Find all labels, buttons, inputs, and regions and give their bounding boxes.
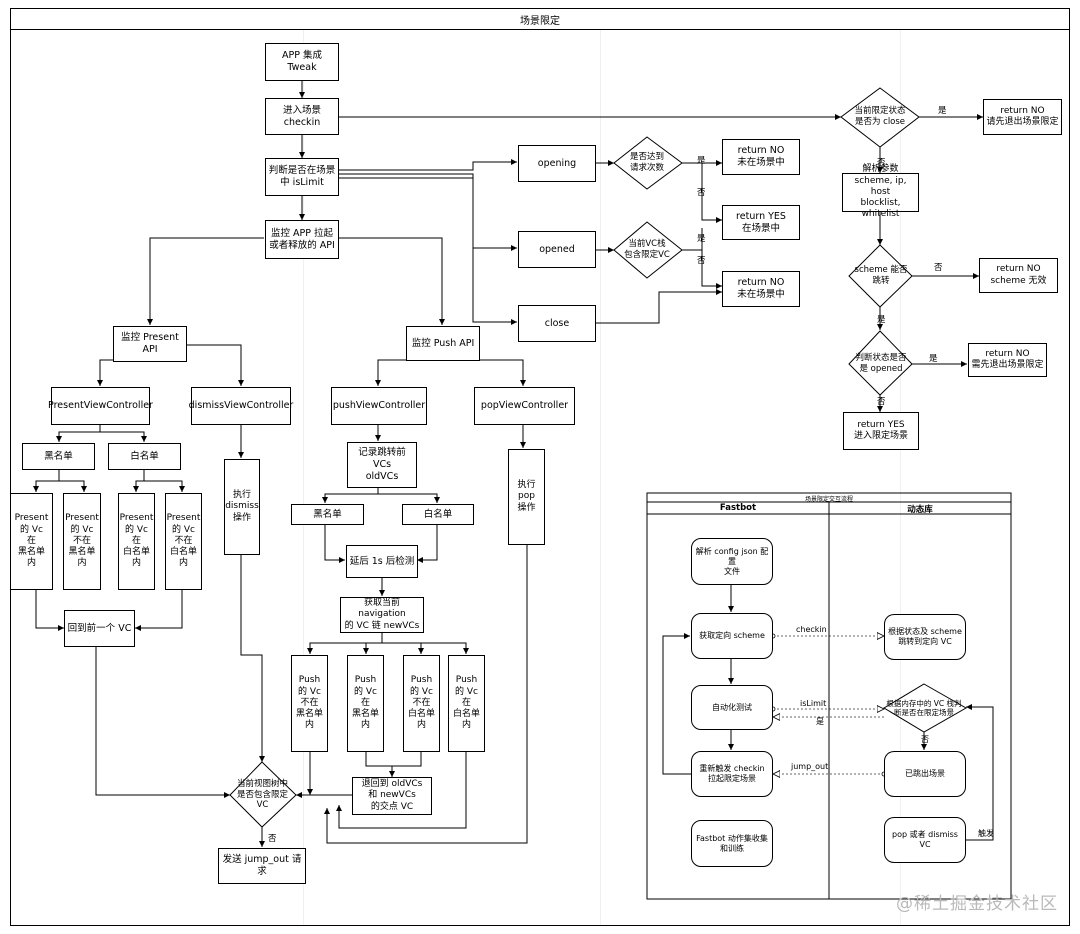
grid-guide (303, 30, 304, 926)
app-tweak-box: APP 集成 Tweak (265, 43, 339, 81)
diamond-scheme-jump (848, 244, 913, 308)
no-label: 否 (268, 834, 277, 844)
send-jump-out-box: 发送 jump_out 请求 (218, 848, 306, 884)
pop-vc-box: popViewController (474, 387, 575, 425)
diamond-vc-stack (613, 221, 683, 279)
present-vc-box: PresentViewController (48, 387, 153, 425)
return-no-scheme-box: return NO scheme 无效 (979, 258, 1058, 293)
present-in-black-box: Present 的 Vc 在 黑名单 内 (10, 493, 53, 590)
yes-label: 是 (697, 156, 706, 166)
get-scheme-box: 获取定向 scheme (691, 613, 773, 659)
auto-test-box: 自动化测试 (691, 685, 773, 730)
black-list-box-1: 黑名单 (22, 443, 95, 470)
delay-check-box: 延后 1s 后检测 (346, 545, 418, 578)
scheme-jump-text: scheme 能否 跳转 (854, 265, 908, 286)
diamond-check-stack (883, 683, 968, 733)
tree-contains-text: 当前视图树中 是否包含限定 VC (236, 779, 288, 811)
islimit-label: isLimit (800, 699, 827, 708)
diamond-reach-count (613, 136, 683, 190)
return-no-exit-box: return NO 请先退出场景限定 (983, 99, 1062, 135)
no-label: 否 (921, 735, 929, 744)
push-vc-box: pushViewController (331, 387, 427, 425)
push-not-in-black-box: Push 的 Vc 不在 黑名单 内 (291, 655, 328, 752)
monitor-push-box: 监控 Push API (406, 326, 480, 361)
parse-config-box: 解析 config json 配置 文件 (691, 538, 773, 585)
grid-guide (900, 30, 901, 926)
exec-pop-box: 执行 pop 操作 (508, 449, 545, 545)
present-not-in-white-box: Present 的 Vc 不在 白名单 内 (165, 493, 202, 590)
diamond-tree-contains (229, 761, 297, 828)
exec-dismiss-box: 执行 dismiss 操作 (224, 459, 260, 555)
watermark: @稀土掘金技术社区 (896, 894, 1058, 914)
present-not-in-black-box: Present 的 Vc 不在 黑名单 内 (63, 493, 101, 590)
no-label: 否 (697, 256, 706, 266)
yes-label: 是 (877, 315, 886, 325)
white-list-box-2: 白名单 (402, 504, 474, 525)
return-no-1-box: return NO 未在场景中 (722, 139, 800, 175)
status-opened-text: 判断状态是否 是 opened (855, 353, 907, 374)
opening-box: opening (518, 145, 596, 182)
monitor-api-box: 监控 APP 拉起 或者释放的 API (265, 220, 339, 259)
jump-out-label: jump_out (791, 762, 829, 771)
monitor-present-box: 监控 Present API (113, 326, 187, 362)
check-stack-text: 根据内存中的 VC 栈判 断是否在限定场景 (886, 698, 962, 717)
push-in-black-box: Push 的 Vc 在 黑名单 内 (347, 655, 384, 752)
return-yes-1-box: return YES 在场景中 (722, 205, 800, 240)
no-label: 否 (697, 188, 706, 198)
no-label: 否 (877, 158, 886, 168)
record-vcs-box: 记录跳转前 VCs oldVCs (347, 442, 417, 488)
return-yes-enter-box: return YES 进入限定场景 (843, 412, 919, 450)
diagram-title: 场景限定 (10, 8, 1070, 30)
push-not-in-white-box: Push 的 Vc 不在 白名单 内 (403, 655, 440, 752)
collect-train-box: Fastbot 动作集收集 和训练 (691, 820, 773, 867)
close-box: close (518, 305, 596, 342)
get-nav-chain-box: 获取当前 navigation 的 VC 链 newVCs (340, 597, 424, 633)
return-no-exit2-box: return NO 需先退出场景限定 (968, 343, 1047, 377)
reach-count-text: 是否达到 请求次数 (629, 152, 664, 173)
yes-label: 是 (816, 717, 824, 726)
swimlane-col-dylib: 动态库 (907, 505, 933, 515)
yes-label: 是 (697, 234, 706, 244)
retrigger-box: 重新触发 checkin 拉起限定场景 (691, 751, 773, 797)
vc-stack-contains-text: 当前VC栈 包含限定VC (624, 239, 670, 260)
judge-islimit-box: 判断是否在场景 中 isLimit (265, 158, 339, 196)
dismiss-vc-box: dismissViewController (189, 387, 293, 425)
back-prev-vc-box: 回到前一个 VC (64, 610, 135, 647)
diamond-is-close (840, 87, 920, 148)
pop-dismiss-box: pop 或者 dismiss VC (884, 817, 966, 863)
present-in-white-box: Present 的 Vc 在 白名单 内 (118, 493, 155, 590)
no-label: 否 (934, 263, 943, 273)
yes-label: 是 (938, 106, 947, 116)
parse-params-box: 解析参数 scheme, ip, host blocklist, whiteli… (842, 164, 919, 219)
black-list-box-2: 黑名单 (291, 504, 364, 525)
return-no-2-box: return NO 未在场景中 (722, 271, 800, 307)
grid-guide (600, 30, 601, 926)
push-in-white-box: Push 的 Vc 在 白名单 内 (448, 655, 485, 752)
exited-box: 已跳出场景 (884, 751, 966, 797)
opened-box: opened (518, 231, 596, 268)
is-close-text: 当前限定状态 是否为 close (854, 106, 906, 127)
jump-by-scheme-box: 根据状态及 scheme 跳转到定向 VC (884, 614, 966, 660)
diamond-status-opened (848, 330, 913, 396)
white-list-box-1: 白名单 (108, 443, 181, 470)
no-label: 否 (877, 397, 886, 407)
swimlane-col-fastbot: Fastbot (719, 503, 757, 513)
trigger-label: 触发 (978, 829, 994, 838)
checkin-label: checkin (796, 625, 827, 634)
enter-checkin-box: 进入场景 checkin (265, 98, 339, 135)
swimlane-title: 场景限定交互流程 (804, 496, 853, 503)
back-to-intersection-box: 退回到 oldVCs 和 newVCs 的交点 VC (352, 777, 432, 815)
yes-label: 是 (929, 354, 938, 364)
